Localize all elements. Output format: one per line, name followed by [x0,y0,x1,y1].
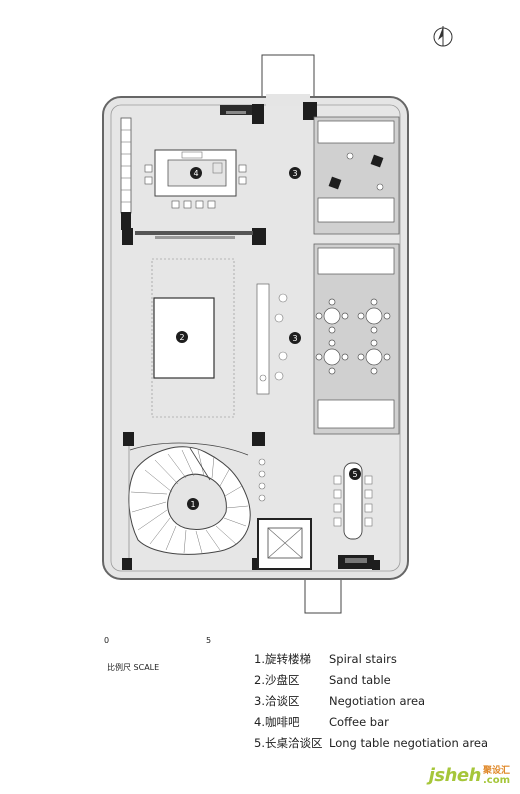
scale-label: 比例尺 SCALE [107,663,160,672]
legend-cn: 3.洽谈区 [254,693,300,708]
marker-1-label: 1 [190,500,195,509]
watermark-logo: jsheh 聚设汇 .com [429,765,510,786]
legend-item: 4.咖啡吧 Coffee bar [254,711,514,732]
legend-item: 1.旋转楼梯 Spiral stairs [254,648,514,669]
legend-cn: 4.咖啡吧 [254,714,300,729]
marker-1 [187,498,199,510]
bar-stools [144,164,247,209]
legend-en: Spiral stairs [329,651,397,666]
legend-en: Negotiation area [329,693,426,708]
negotiation-tables [313,243,400,435]
marker-3-mid [289,332,301,344]
floor-plan: 4 3 2 3 1 5 [102,26,453,614]
watermark-cn: 聚设汇 [482,766,510,776]
long-table [333,462,373,540]
marker-5-label: 5 [352,470,357,479]
watermark-com: .com [482,775,510,786]
legend-cn: 1.旋转楼梯 [254,651,311,666]
marker-4 [190,167,202,179]
legend-item: 5.长桌洽谈区 Long table negotiation area [254,732,514,753]
north-arrow-icon [433,26,453,47]
marker-2-label: 2 [179,333,184,342]
marker-2 [176,331,188,343]
marker-4-label: 4 [193,169,198,178]
legend-item: 2.沙盘区 Sand table [254,669,514,690]
marker-3-mid-label: 3 [292,334,297,343]
marker-3-top [289,167,301,179]
scale-zero: 0 [104,636,110,645]
legend-item: 3.洽谈区 Negotiation area [254,690,514,711]
legend-cn: 5.长桌洽谈区 [254,735,323,750]
marker-5 [349,468,361,480]
elevator [257,518,312,570]
scale-five: 5 [206,636,212,645]
watermark-main: jsheh [428,765,482,786]
legend-en: Long table negotiation area [329,735,489,750]
legend-en: Coffee bar [329,714,389,729]
lounge-top [313,116,400,235]
legend-cn: 2.沙盘区 [254,672,300,687]
area-markers: 4 3 2 3 1 5 [176,167,361,510]
legend: 1.旋转楼梯 Spiral stairs 2.沙盘区 Sand table 3.… [254,648,514,753]
legend-en: Sand table [329,672,391,687]
sand-table-zone [151,258,235,418]
marker-3-top-label: 3 [292,169,297,178]
